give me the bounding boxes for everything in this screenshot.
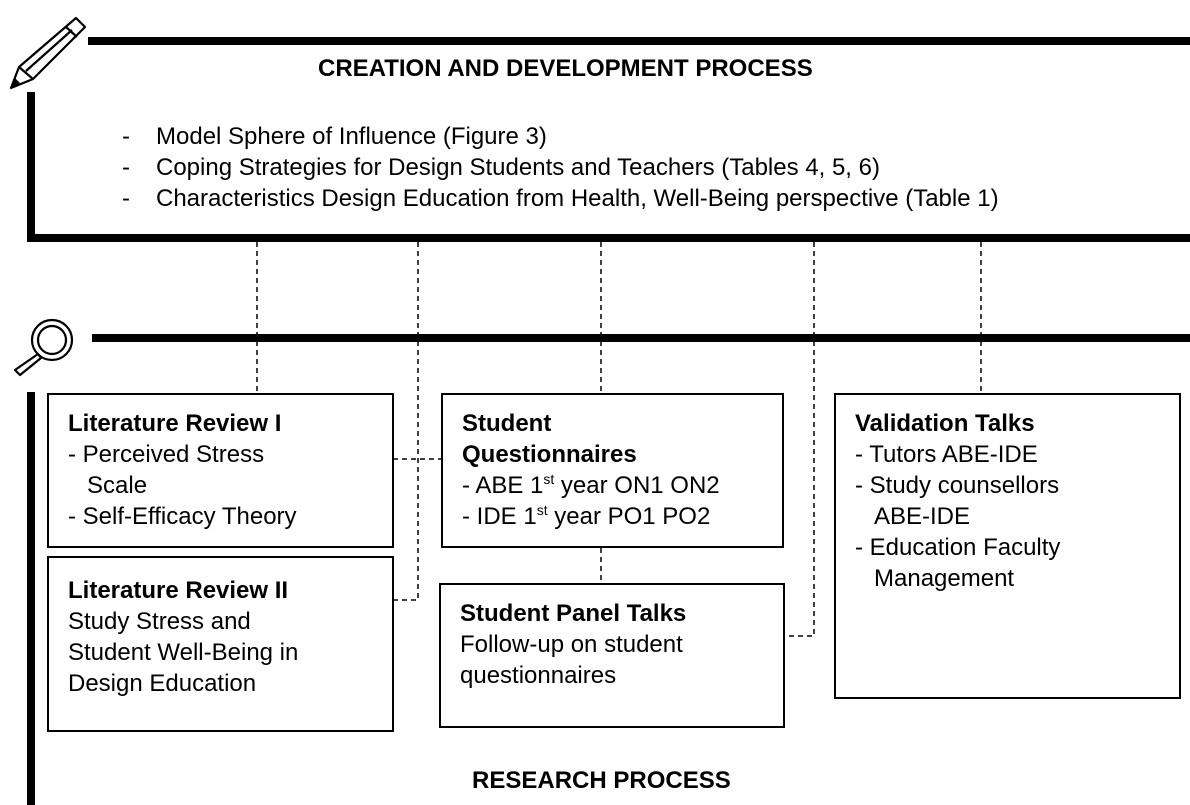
student-panel-talks-line: questionnaires xyxy=(460,662,617,689)
student-questionnaires-line: - IDE 1st year PO1 PO2 xyxy=(462,502,711,530)
creation-bullet: -Characteristics Design Education from H… xyxy=(122,185,999,212)
creation-frame-top-bar xyxy=(88,37,1190,45)
literature-review-2-line: Design Education xyxy=(68,670,257,697)
creation-frame-left-bar xyxy=(27,92,35,242)
creation-title: CREATION AND DEVELOPMENT PROCESS xyxy=(318,55,813,82)
validation-talks-line: - Tutors ABE-IDE xyxy=(855,441,1038,468)
student-panel-talks-box: Student Panel Talks Follow-up on student… xyxy=(439,583,785,728)
validation-talks-line: Management xyxy=(874,565,1015,592)
validation-talks-title: Validation Talks xyxy=(855,410,1035,437)
validation-talks-line: - Study counsellors xyxy=(855,472,1060,499)
student-questionnaires-title: Questionnaires xyxy=(462,441,637,468)
student-questionnaires-box: Student Questionnaires - ABE 1st year ON… xyxy=(441,393,784,548)
literature-review-2-line: Study Stress and xyxy=(68,608,251,635)
research-frame-left-bar xyxy=(27,392,35,805)
student-panel-talks-line: Follow-up on student xyxy=(460,631,683,658)
validation-talks-box: Validation Talks - Tutors ABE-IDE - Stud… xyxy=(834,393,1181,699)
validation-talks-line: - Education Faculty xyxy=(855,534,1061,561)
student-panel-talks-title: Student Panel Talks xyxy=(460,600,687,627)
literature-review-1-title: Literature Review I xyxy=(68,410,282,437)
literature-review-1-line: Scale xyxy=(87,472,148,499)
literature-review-2-title: Literature Review II xyxy=(68,577,289,604)
pencil-icon xyxy=(9,16,87,90)
creation-bullet: -Model Sphere of Influence (Figure 3) xyxy=(122,123,547,150)
research-frame-top-bar xyxy=(92,334,1190,342)
literature-review-1-line: - Perceived Stress xyxy=(68,441,265,468)
creation-frame-bottom-bar xyxy=(27,234,1190,242)
creation-bullet: -Coping Strategies for Design Students a… xyxy=(122,154,880,181)
literature-review-2-line: Student Well-Being in xyxy=(68,639,299,666)
student-questionnaires-line: - ABE 1st year ON1 ON2 xyxy=(462,471,720,499)
research-title: RESEARCH PROCESS xyxy=(472,767,731,794)
magnifier-icon xyxy=(13,318,74,377)
student-questionnaires-title: Student xyxy=(462,410,552,437)
creation-bullet-list: -Model Sphere of Influence (Figure 3) -C… xyxy=(122,121,999,214)
literature-review-1-line: - Self-Efficacy Theory xyxy=(68,503,297,530)
literature-review-2-box: Literature Review II Study Stress and St… xyxy=(47,556,394,732)
validation-talks-line: ABE-IDE xyxy=(874,503,971,530)
literature-review-1-box: Literature Review I - Perceived Stress S… xyxy=(47,393,394,548)
